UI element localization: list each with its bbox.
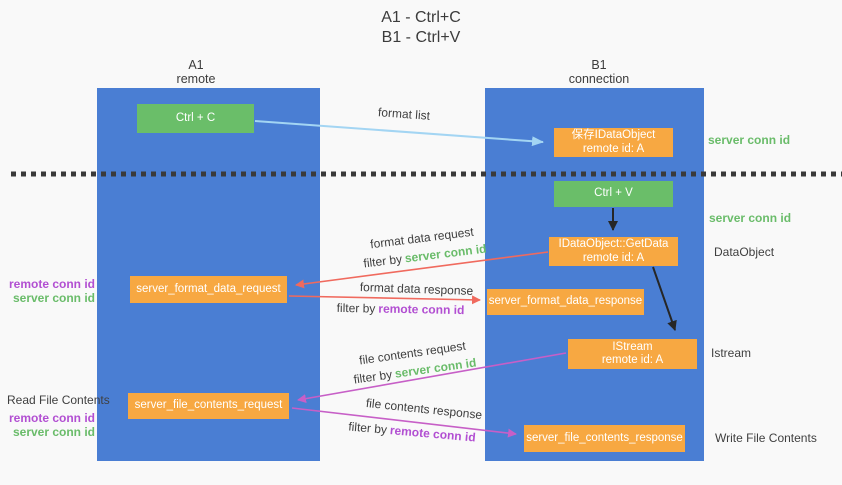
node-getdata-line2: remote id: A [582,251,645,264]
node-format-response-label: server_format_data_response [488,295,643,308]
annotation-server-conn-id-mid: server conn id [709,211,792,225]
node-istream-line1: IStream [612,340,653,353]
node-ctrl-c-label: Ctrl + C [175,111,216,124]
annotation-istream: Istream [711,346,752,360]
diagram-title: A1 - Ctrl+C B1 - Ctrl+V [0,8,842,48]
node-ctrl-v-label: Ctrl + V [594,187,633,200]
node-getdata-line1: IDataObject::GetData [558,238,669,250]
node-istream: IStream remote id: A [568,339,697,369]
arrow-format-list [254,120,544,147]
node-ctrl-c: Ctrl + C [137,104,254,133]
lane-header-b1: B1 connection [499,58,699,86]
arrow-format-data-response [288,295,481,305]
filter-by-text: filter by [336,300,376,316]
node-ctrl-v: Ctrl + V [554,181,673,207]
title-line-2: B1 - Ctrl+V [381,29,461,46]
arrow-format-data-request [295,251,549,289]
node-server-format-data-request: server_format_data_request [130,276,287,303]
annotation-server-conn-id-top: server conn id [708,133,791,147]
lane-b1-subtitle: connection [568,72,630,86]
node-save-idataobject-line2: remote id: A [582,142,645,155]
annotation-remote-conn-id-2: remote conn id [8,411,95,425]
filter-key-remote-conn-id: remote conn id [378,301,465,318]
node-server-file-contents-response: server_file_contents_response [524,425,685,452]
annotation-conn-ids-format: remote conn id server conn id [0,277,95,305]
annotation-server-conn-id-2: server conn id [12,424,95,439]
node-istream-line2: remote id: A [601,354,664,366]
node-idataobject-getdata: IDataObject::GetData remote id: A [549,237,678,266]
lane-header-a1: A1 remote [96,58,296,86]
node-save-idataobject: 保存IDataObject remote id: A [554,128,673,157]
lane-a1-title: A1 [188,58,204,72]
arrow-file-contents-request [297,352,567,404]
title-line-1: A1 - Ctrl+C [381,9,461,26]
node-file-request-label: server_file_contents_request [134,399,283,412]
lane-b1-title: B1 [591,58,607,72]
annotation-server-conn-id-1: server conn id [12,290,95,305]
annotation-write-file-contents: Write File Contents [715,431,817,445]
lane-a1-subtitle: remote [176,72,216,86]
annotation-remote-conn-id-1: remote conn id [8,277,95,291]
node-file-response-label: server_file_contents_response [526,431,683,444]
node-save-idataobject-line1: 保存IDataObject [571,129,656,141]
annotation-conn-ids-file: remote conn id server conn id [0,411,95,439]
annotation-read-file-contents: Read File Contents [7,393,110,407]
arrow-file-contents-response [291,407,517,438]
node-server-format-data-response: server_format_data_response [487,289,644,315]
annotation-dataobject: DataObject [714,245,775,259]
node-server-file-contents-request: server_file_contents_request [128,393,289,419]
node-format-request-label: server_format_data_request [136,282,281,295]
arrow-getdata-to-istream [652,266,677,331]
